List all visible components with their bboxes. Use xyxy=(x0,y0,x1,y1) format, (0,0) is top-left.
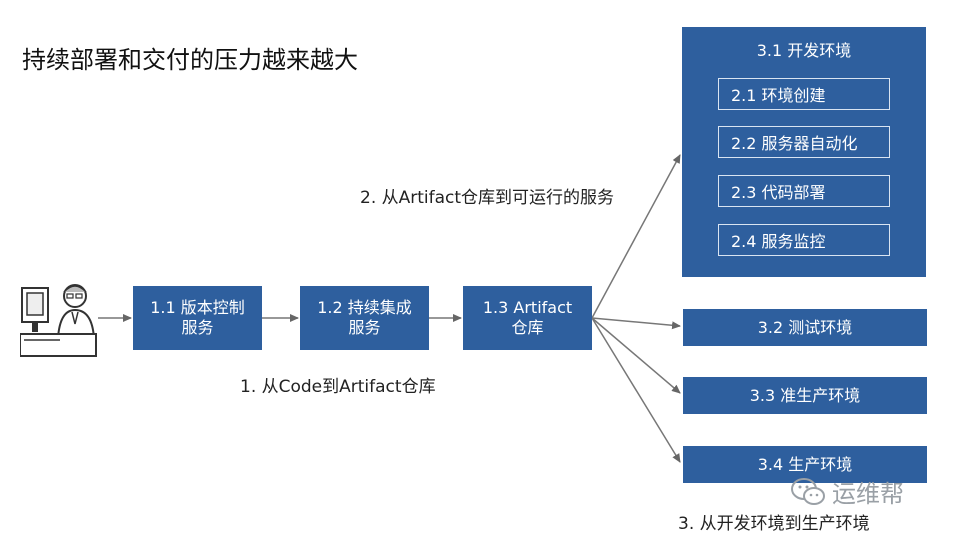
arrow-artifact-to-staging xyxy=(591,317,681,394)
step-code-deploy: 2.3 代码部署 xyxy=(718,175,890,207)
ci-service-label: 1.2 持续集成 服务 xyxy=(317,298,412,337)
dev-environment-box: 3.1 开发环境 2.1 环境创建 2.2 服务器自动化 2.3 代码部署 2.… xyxy=(682,27,926,277)
vcs-service-box: 1.1 版本控制 服务 xyxy=(133,286,262,350)
test-environment-box: 3.2 测试环境 xyxy=(683,309,927,346)
ci-service-box: 1.2 持续集成 服务 xyxy=(300,286,429,350)
prod-environment-box: 3.4 生产环境 xyxy=(683,446,927,483)
watermark: 运维帮 xyxy=(790,474,904,509)
arrow-artifact-to-dev xyxy=(591,154,681,319)
prod-environment-label: 3.4 生产环境 xyxy=(757,454,853,474)
step-service-monitoring: 2.4 服务监控 xyxy=(718,224,890,256)
dev-environment-title: 3.1 开发环境 xyxy=(756,41,852,60)
arrow-artifact-to-test xyxy=(591,317,681,330)
test-environment-label: 3.2 测试环境 xyxy=(757,317,853,337)
step-env-creation: 2.1 环境创建 xyxy=(718,78,890,110)
staging-environment-label: 3.3 准生产环境 xyxy=(749,385,861,405)
step-server-automation: 2.2 服务器自动化 xyxy=(718,126,890,158)
developer-at-computer-icon xyxy=(20,284,97,357)
page-title: 持续部署和交付的压力越来越大 xyxy=(22,46,358,74)
artifact-repo-box: 1.3 Artifact 仓库 xyxy=(463,286,592,350)
stage1-annotation: 1. 从Code到Artifact仓库 xyxy=(240,377,436,397)
arrow-artifact-to-prod xyxy=(591,317,681,463)
stage2-annotation: 2. 从Artifact仓库到可运行的服务 xyxy=(360,188,615,208)
staging-environment-box: 3.3 准生产环境 xyxy=(683,377,927,414)
wechat-logo-icon xyxy=(791,477,825,505)
watermark-text: 运维帮 xyxy=(832,480,904,508)
vcs-service-label: 1.1 版本控制 服务 xyxy=(150,298,245,337)
artifact-repo-label: 1.3 Artifact 仓库 xyxy=(482,298,573,337)
stage3-annotation: 3. 从开发环境到生产环境 xyxy=(678,514,870,534)
